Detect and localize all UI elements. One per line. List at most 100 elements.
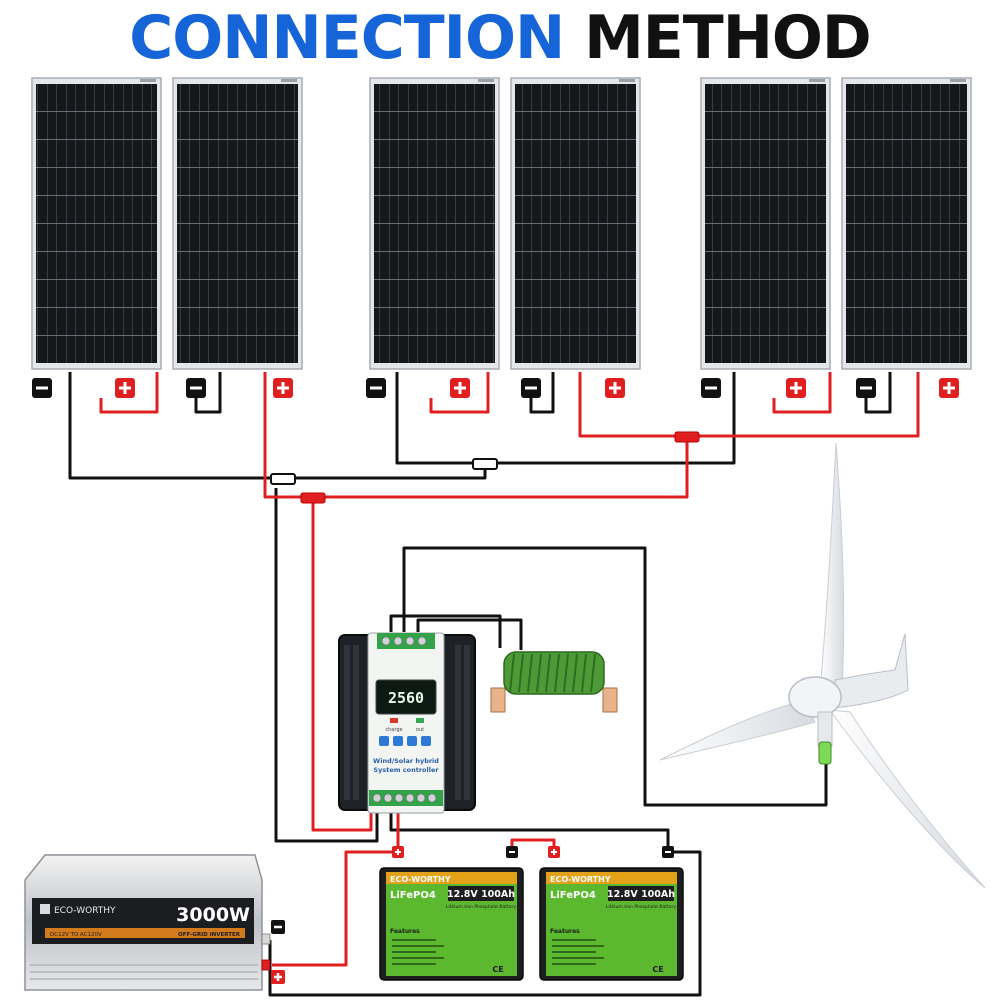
solar-panel-icon xyxy=(510,77,641,370)
wire-resistor xyxy=(416,618,523,650)
charge-led xyxy=(390,718,398,723)
negative-terminal-icon xyxy=(32,378,52,398)
wire-pv-pos-controller xyxy=(311,503,373,832)
controller-display-value: 2560 xyxy=(388,689,424,707)
inverter-neg-post xyxy=(261,933,271,945)
controller-lcd xyxy=(375,679,437,715)
wire-bat-neg xyxy=(389,805,670,852)
turbine-blade-right xyxy=(828,709,986,889)
inverter-input: DC12V TO AC120V xyxy=(50,932,102,938)
controller-fins xyxy=(344,645,470,800)
turbine-blade-top xyxy=(819,442,845,691)
battery-cert-marks: CE xyxy=(652,965,663,974)
wind-turbine-icon xyxy=(659,442,986,889)
diagram-title: CONNECTION METHOD xyxy=(0,2,1000,74)
turbine-mast xyxy=(817,711,833,747)
inverter-power: 3000W xyxy=(176,904,250,926)
battery-terminal-markers xyxy=(392,846,674,858)
charge-label: charge xyxy=(385,727,402,733)
positive-terminal-icon xyxy=(115,378,135,398)
positive-terminal-icon xyxy=(786,378,806,398)
inverter-stripe xyxy=(45,928,245,938)
branch-connector-neg-1 xyxy=(270,473,296,485)
controller-label-line2: System controller xyxy=(373,766,439,774)
inverter-icon: ECO-WORTHY 3000W DC12V TO AC120V OFF-GRI… xyxy=(24,854,271,991)
resistor-bracket-right xyxy=(602,687,618,713)
inverter-pos-post xyxy=(261,959,271,971)
turbine-connector xyxy=(818,741,832,765)
resistor-coil xyxy=(509,653,596,693)
battery-chemistry: LiFePO4 xyxy=(390,890,436,901)
battery-cert-marks: CE xyxy=(492,965,503,974)
wire-inverter-pos xyxy=(272,805,400,967)
wire-series-pos-p3 xyxy=(429,372,490,414)
wire-pv-neg-controller xyxy=(274,488,379,843)
battery-brand: ECO-WORTHY xyxy=(550,875,611,884)
wire-series-neg-p2 xyxy=(194,372,222,414)
turbine-tail xyxy=(834,633,909,709)
branch-connector-neg-2 xyxy=(472,458,498,470)
battery-features-title: Features xyxy=(550,928,580,935)
controller-button-4[interactable] xyxy=(421,736,431,746)
wire-pos-array2 xyxy=(578,372,687,438)
wire-series-neg-p6 xyxy=(864,372,892,414)
battery-subtitle: Lithium Iron Phosphate Battery xyxy=(446,904,516,910)
solar-panel-icon xyxy=(369,77,500,370)
wire-pos-array1 xyxy=(263,372,313,499)
battery-spec: 12.8V 100Ah xyxy=(607,889,675,900)
out-led xyxy=(416,718,424,723)
controller-button-3[interactable] xyxy=(407,736,417,746)
branch-connectors xyxy=(270,431,700,504)
solar-panel-array xyxy=(31,77,972,370)
hybrid-controller-icon: 2560 charge out Wind/Solar hybrid System… xyxy=(338,632,476,814)
battery-brand: ECO-WORTHY xyxy=(390,875,451,884)
battery-spec: 12.8V 100Ah xyxy=(447,889,515,900)
wire-series-pos-p5 xyxy=(772,372,832,414)
negative-terminal-icon xyxy=(366,378,386,398)
inverter-terminal-markers xyxy=(271,920,285,984)
wire-neg-array1 xyxy=(68,372,285,483)
solar-panel-icon xyxy=(700,77,831,370)
wire-series-pos-p1 xyxy=(99,372,159,414)
wire-bat-series xyxy=(510,838,556,852)
controller-label-line1: Wind/Solar hybrid xyxy=(373,757,439,765)
title-part2: METHOD xyxy=(584,3,872,73)
solar-panel-icon xyxy=(172,77,303,370)
negative-terminal-icon xyxy=(521,378,541,398)
inverter-logo-icon xyxy=(40,904,50,914)
battery-chemistry: LiFePO4 xyxy=(550,890,596,901)
positive-terminal-icon xyxy=(273,378,293,398)
wire-series-neg-p4 xyxy=(529,372,555,414)
wire-inverter-neg xyxy=(268,850,702,997)
controller-buttons xyxy=(379,736,431,746)
dump-load-resistor-icon xyxy=(490,651,618,713)
controller-button-2[interactable] xyxy=(393,736,403,746)
wire-neg-array3 xyxy=(283,372,736,480)
negative-terminal-icon xyxy=(856,378,876,398)
battery-subtitle: Lithium Iron Phosphate Battery xyxy=(606,904,676,910)
positive-terminal-icon xyxy=(605,378,625,398)
negative-terminal-icon xyxy=(701,378,721,398)
positive-terminal-icon xyxy=(450,378,470,398)
controller-faceplate xyxy=(367,632,445,814)
positive-terminal-icon xyxy=(939,378,959,398)
turbine-hub xyxy=(788,676,842,718)
branch-connector-pos-1 xyxy=(674,431,700,443)
terminal-markers xyxy=(32,378,959,398)
controller-button-1[interactable] xyxy=(379,736,389,746)
wire-turbine-black xyxy=(402,546,828,807)
title-part1: CONNECTION xyxy=(129,3,565,73)
solar-panel-icon xyxy=(31,77,162,370)
wire-resistor-2 xyxy=(389,614,502,648)
resistor-bracket-left xyxy=(490,687,506,713)
inverter-brand: ECO-WORTHY xyxy=(54,906,116,916)
out-label: out xyxy=(416,727,424,733)
negative-terminal-icon xyxy=(186,378,206,398)
inverter-type: OFF-GRID INVERTER xyxy=(178,932,241,938)
inverter-ribs xyxy=(30,964,258,980)
branch-connector-pos-2 xyxy=(300,492,326,504)
